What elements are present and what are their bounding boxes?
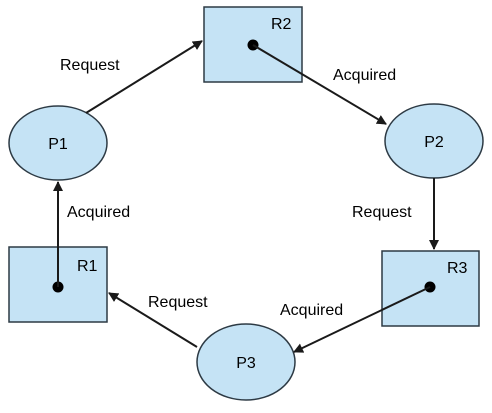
edge-p3-request-r1: [108, 292, 198, 348]
resource-r1: R1: [8, 246, 108, 323]
process-p2: P2: [384, 103, 484, 179]
process-p1-ellipse: [8, 105, 108, 181]
resource-r3-label: R3: [447, 260, 468, 277]
edge-r3-acquired-p3: [293, 286, 431, 353]
resource-r2-label: R2: [271, 16, 292, 33]
edge-label-r1-p1: Acquired: [67, 204, 130, 221]
process-p3-label: P3: [236, 355, 256, 372]
process-p1-label: P1: [48, 136, 68, 153]
process-p2-label: P2: [424, 134, 444, 151]
edge-label-p3-r1: Request: [148, 294, 208, 311]
process-p3: P3: [196, 323, 296, 401]
edge-label-r3-p3: Acquired: [280, 302, 343, 319]
resource-r1-label: R1: [77, 258, 98, 275]
resource-r3: R3: [381, 250, 480, 327]
edge-label-r2-p2: Acquired: [333, 67, 396, 84]
edge-label-p1-r2: Request: [60, 57, 120, 74]
process-p3-ellipse: [196, 323, 296, 401]
resource-r2: R2: [203, 6, 303, 83]
process-p1: P1: [8, 105, 108, 181]
edge-label-p2-r3: Request: [352, 204, 412, 221]
edge-r2-acquired-p2: [252, 44, 387, 125]
edge-p1-request-r2: [85, 40, 203, 114]
